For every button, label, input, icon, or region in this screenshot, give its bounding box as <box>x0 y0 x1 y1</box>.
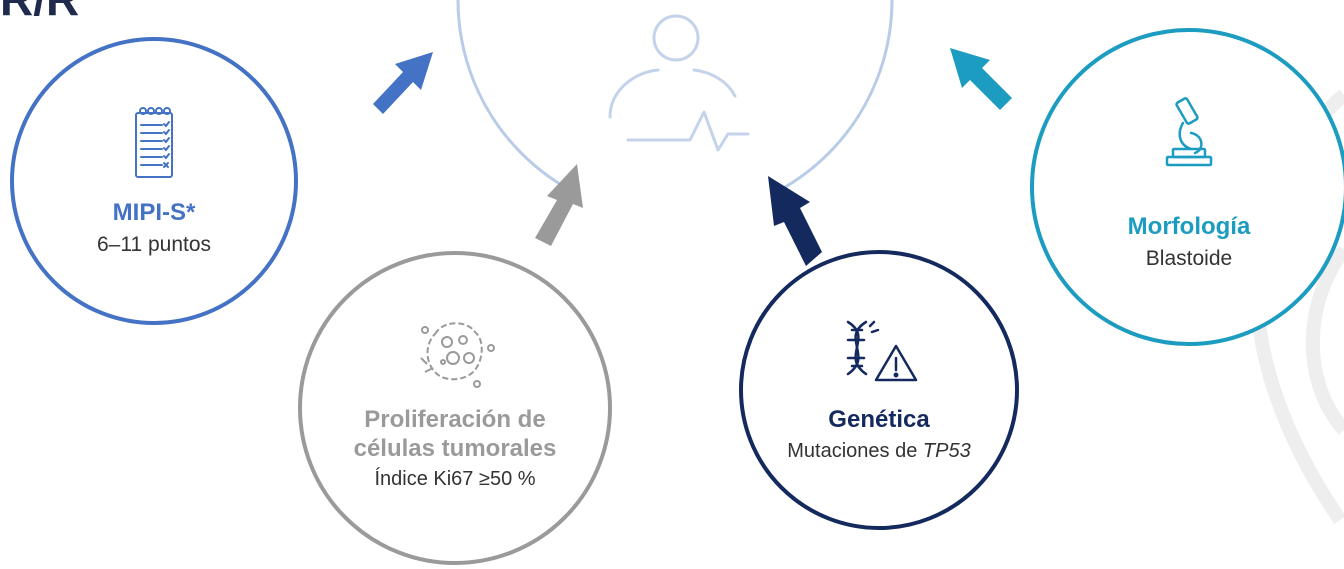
checklist-icon <box>135 107 173 179</box>
genetics-title: Genética <box>828 406 930 434</box>
mipi-subtitle: 6–11 puntos <box>96 233 212 257</box>
genetics-gene-name: TP53 <box>922 439 971 462</box>
genetics-subtitle: Mutaciones de TP53 <box>787 439 970 464</box>
mipi-title: MIPI-S* <box>112 199 196 227</box>
arrow-morphology <box>950 48 1012 110</box>
genetics-subtitle-prefix: Mutaciones de <box>787 439 923 462</box>
microscope-icon <box>1165 97 1213 167</box>
arrow-genetics <box>768 176 822 266</box>
morphology-subtitle: Blastoide <box>1145 247 1233 271</box>
dna-warning-icon <box>846 320 918 382</box>
proliferation-factor-circle: Proliferación de células tumorales Índic… <box>298 251 612 565</box>
proliferation-title-line2: células tumorales <box>353 434 557 462</box>
arrow-mipi <box>373 52 433 114</box>
tumor-cell-icon <box>420 321 495 388</box>
mipi-factor-circle: MIPI-S* 6–11 puntos <box>10 37 298 325</box>
patient-health-icon <box>608 14 750 152</box>
proliferation-subtitle: Índice Ki67 ≥50 % <box>374 468 536 491</box>
central-patient-circle <box>456 0 894 190</box>
morphology-title: Morfología <box>1127 213 1251 241</box>
page-title: R/R <box>0 0 79 26</box>
arrow-proliferation <box>535 164 583 246</box>
morphology-factor-circle: Morfología Blastoide <box>1030 28 1344 346</box>
genetics-factor-circle: Genética Mutaciones de TP53 <box>739 250 1019 530</box>
proliferation-title-line1: Proliferación de <box>364 405 546 433</box>
